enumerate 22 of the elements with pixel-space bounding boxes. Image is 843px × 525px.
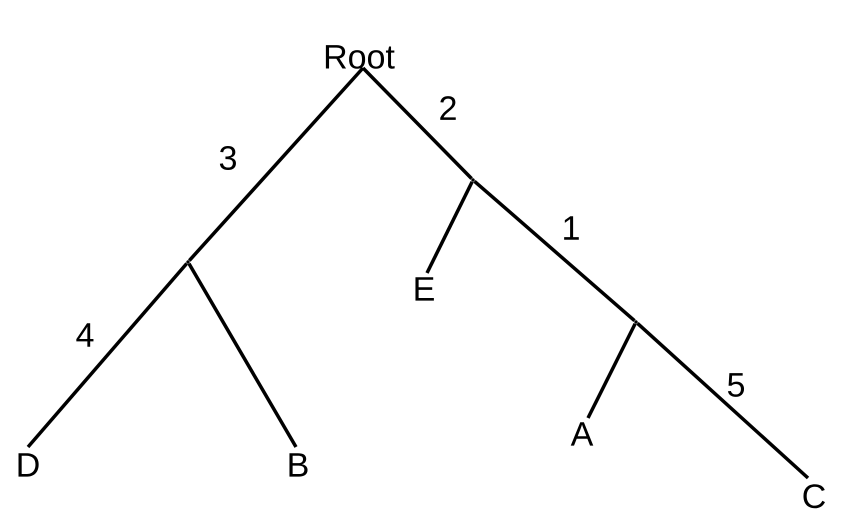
tree-branch xyxy=(636,322,810,480)
leaf-label: Root xyxy=(326,45,395,69)
leaf-label: D xyxy=(18,453,39,477)
tree-branch xyxy=(473,180,636,322)
branch-point xyxy=(471,178,475,182)
edge-label: 3 xyxy=(220,146,236,170)
tree-branch xyxy=(188,66,364,262)
tree-branch xyxy=(586,322,637,419)
edge-label: 1 xyxy=(564,216,579,240)
leaf-label: E xyxy=(415,277,434,301)
tree-branch xyxy=(425,180,474,274)
edge-label: 2 xyxy=(440,96,456,120)
tree-branch xyxy=(187,262,298,448)
leaf-label: A xyxy=(570,422,594,446)
branch-point xyxy=(186,260,190,264)
edge-label: 4 xyxy=(76,323,94,347)
tree-branch xyxy=(362,66,473,180)
leaf-label: B xyxy=(289,453,308,477)
leaf-label: C xyxy=(803,484,825,508)
tree-branch xyxy=(26,262,188,448)
branch-point xyxy=(634,320,638,324)
edge-label: 5 xyxy=(728,373,744,397)
